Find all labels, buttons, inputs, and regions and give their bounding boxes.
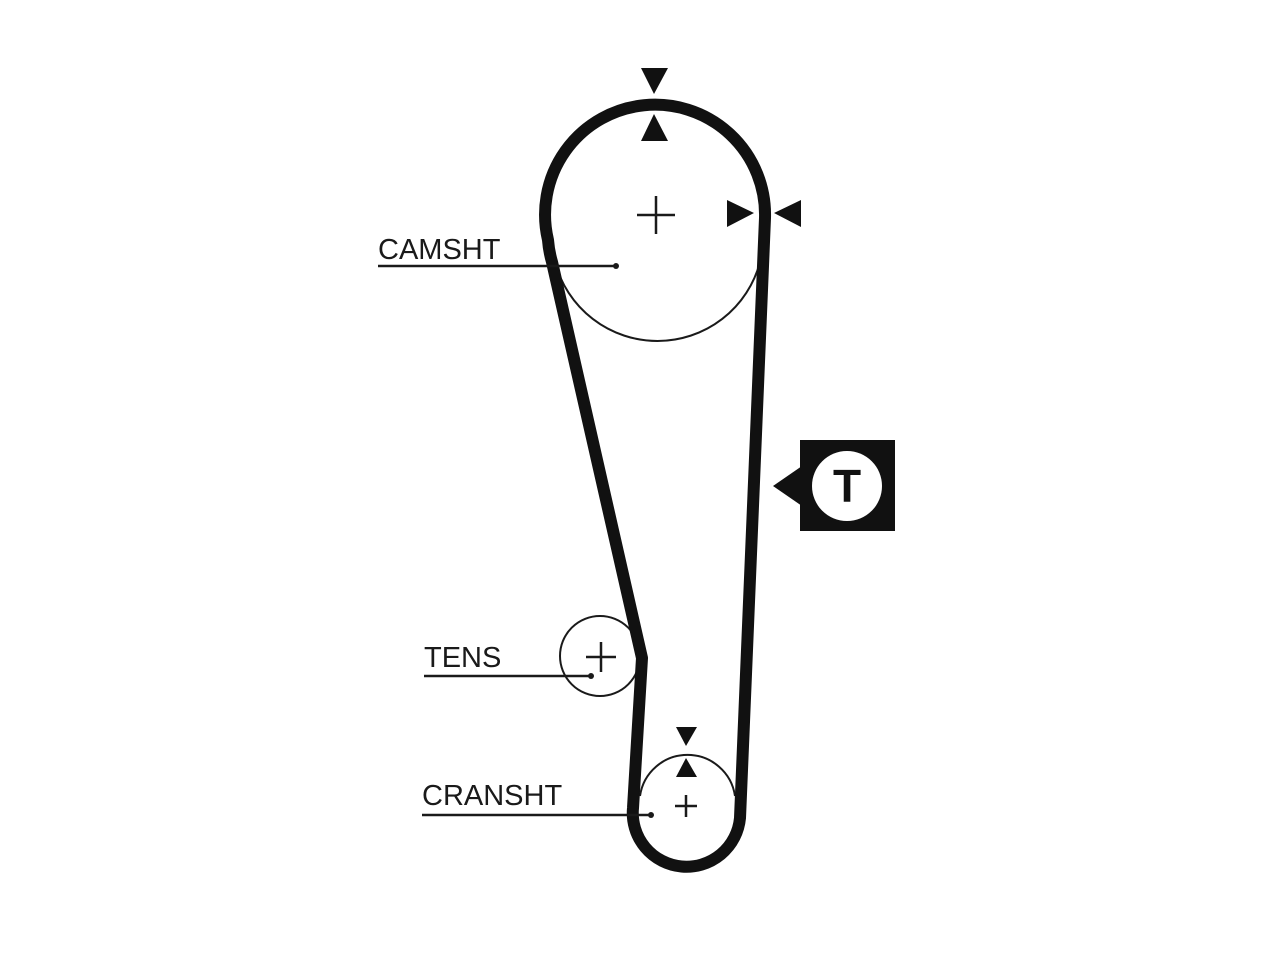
camshaft-timing-mark-top bbox=[641, 68, 668, 141]
camshaft-pulley bbox=[554, 196, 761, 342]
crankshaft-timing-mark bbox=[676, 727, 697, 777]
triangle-right-icon bbox=[727, 200, 754, 227]
triangle-down-icon bbox=[641, 68, 668, 94]
triangle-up-icon bbox=[641, 114, 668, 141]
triangle-down-icon bbox=[676, 727, 697, 746]
timing-belt bbox=[539, 98, 772, 873]
tensioner-label: TENS bbox=[424, 642, 501, 674]
tension-badge-letter: T bbox=[833, 460, 861, 512]
crankshaft-center-icon bbox=[675, 795, 697, 817]
camshaft-leader bbox=[378, 263, 619, 269]
camshaft-label: CAMSHT bbox=[378, 234, 501, 266]
camshaft-center-icon bbox=[637, 196, 675, 234]
tension-pointer-icon bbox=[773, 466, 802, 506]
triangle-up-icon bbox=[676, 758, 697, 777]
tensioner-pulley bbox=[559, 615, 641, 697]
tensioner-center-icon bbox=[586, 642, 616, 672]
camshaft-timing-mark-right bbox=[727, 200, 801, 227]
camshaft-pulley-outline bbox=[554, 261, 761, 342]
crankshaft-pulley bbox=[639, 753, 736, 817]
tensioner-leader bbox=[424, 673, 594, 679]
triangle-left-icon bbox=[774, 200, 801, 227]
crankshaft-leader bbox=[422, 812, 654, 818]
tension-badge-circle bbox=[812, 451, 882, 521]
crankshaft-pulley-outline bbox=[639, 753, 736, 797]
tension-badge: T bbox=[773, 440, 895, 531]
crankshaft-label: CRANSHT bbox=[422, 780, 562, 812]
